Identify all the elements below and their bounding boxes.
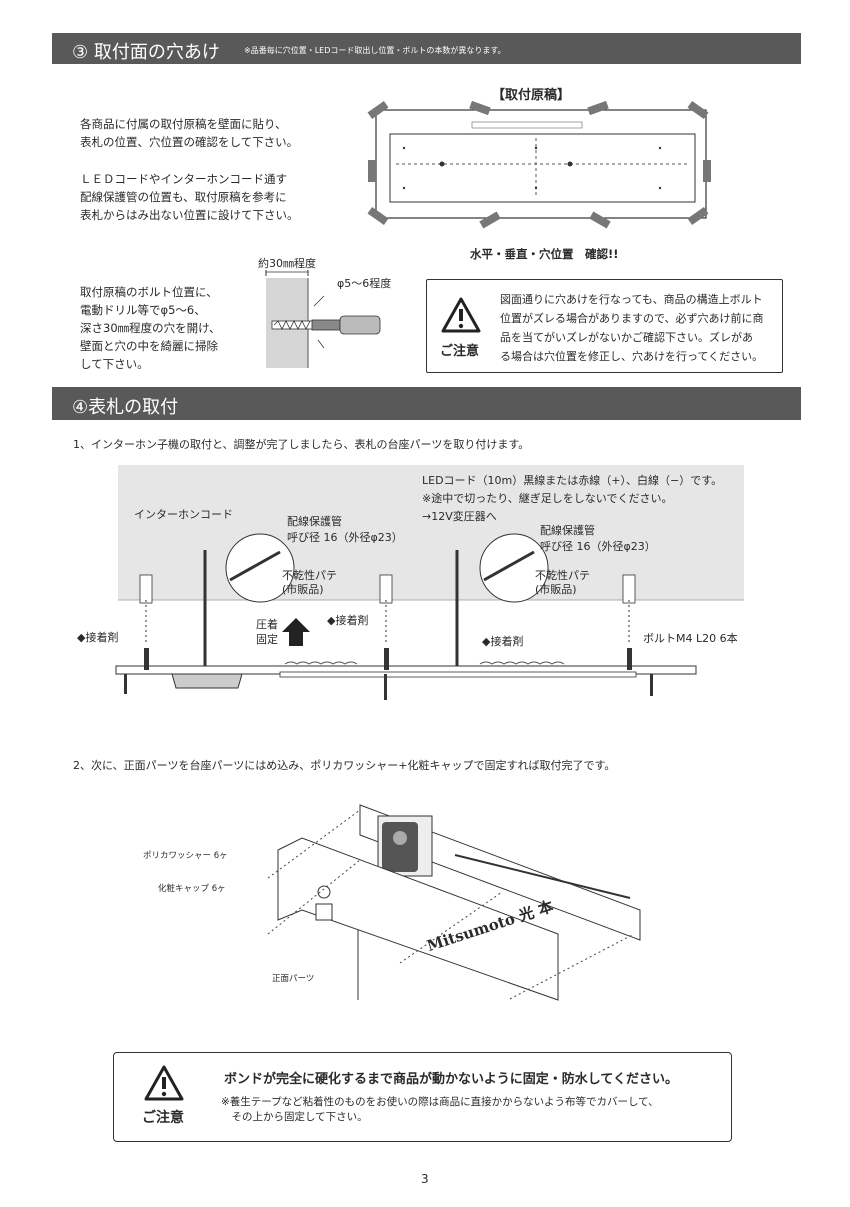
front-part-label: 正面パーツ bbox=[272, 974, 315, 984]
section3-para3: 取付原稿のボルト位置に、 電動ドリル等でφ5～6、 深さ30㎜程度の穴を開け、 … bbox=[80, 285, 221, 371]
putty-label-left: 不乾性パテ (市販品) bbox=[282, 569, 337, 596]
section3-para1: 各商品に付属の取付原稿を壁面に貼り、 表札の位置、穴位置の確認をして下さい。 bbox=[80, 117, 299, 149]
template-title: 【取付原稿】 bbox=[492, 88, 571, 103]
diameter-label: φ5～6程度 bbox=[337, 277, 392, 290]
intercom-cord-label: インターホンコード bbox=[134, 508, 233, 521]
adhesive-label-3: ◆接着剤 bbox=[482, 635, 524, 648]
depth-label: 約30㎜程度 bbox=[258, 257, 316, 270]
warning-icon bbox=[144, 1065, 184, 1101]
step1-text: 1、インターホン子機の取付と、調整が完了しましたら、表札の台座パーツを取り付けま… bbox=[73, 438, 530, 451]
caution-box-drilling: ご注意 図面通りに穴あけを行なっても、商品の構造上ボルト 位置がズレる場合があり… bbox=[426, 279, 783, 373]
led-note: LEDコード（10m）黒線または赤線（+）、白線（−）です。 ※途中で切ったり、… bbox=[422, 474, 723, 523]
adhesive-label-1: ◆接着剤 bbox=[77, 631, 119, 644]
bottom-caution-label: ご注意 bbox=[142, 1110, 184, 1126]
step2-text: 2、次に、正面パーツを台座パーツにはめ込み、ポリカワッシャー+化粧キャップで固定… bbox=[73, 759, 616, 772]
base-mounting-diagram bbox=[115, 465, 744, 700]
cap-label: 化粧キャップ 6ヶ bbox=[158, 884, 226, 894]
front-assembly-diagram bbox=[267, 804, 641, 1001]
press-fix-label: 圧着 固定 bbox=[256, 618, 278, 646]
page-number: 3 bbox=[421, 1172, 429, 1186]
section4-heading: ④表札の取付 bbox=[72, 397, 179, 418]
section3-note: ※品番毎に穴位置・LEDコード取出し位置・ボルトの本数が異なります。 bbox=[244, 46, 506, 55]
caution-box-bond: ご注意 ボンドが完全に硬化するまで商品が動かないように固定・防水してください。 … bbox=[113, 1052, 732, 1142]
section3-header: ③ 取付面の穴あけ ※品番毎に穴位置・LEDコード取出し位置・ボルトの本数が異な… bbox=[52, 33, 801, 64]
section3-para2: ＬＥＤコードやインターホンコード通す 配線保護管の位置も、取付原稿を参考に 表札… bbox=[80, 172, 299, 222]
conduit-label-right: 配線保護管 呼び径 16（外径φ23） bbox=[540, 524, 656, 553]
bottom-caution-sub: ※養生テープなど粘着性のものをお使いの際は商品に直接かからないよう布等でカバーし… bbox=[221, 1096, 659, 1123]
template-caption: 水平・垂直・穴位置 確認!! bbox=[470, 247, 619, 261]
caution-label: ご注意 bbox=[440, 344, 480, 359]
caution-text: 図面通りに穴あけを行なっても、商品の構造上ボルト 位置がズレる場合がありますので… bbox=[500, 293, 764, 363]
conduit-label-left: 配線保護管 呼び径 16（外径φ23） bbox=[287, 515, 403, 544]
mounting-template-diagram bbox=[367, 100, 711, 229]
adhesive-label-2: ◆接着剤 bbox=[327, 614, 369, 627]
drill-diagram bbox=[265, 270, 381, 368]
section4-header: ④表札の取付 bbox=[52, 387, 801, 420]
bottom-caution-main: ボンドが完全に硬化するまで商品が動かないように固定・防水してください。 bbox=[224, 1072, 678, 1087]
bolt-label: ボルトM4 L20 6本 bbox=[643, 632, 738, 645]
putty-label-right: 不乾性パテ (市販品) bbox=[535, 569, 590, 596]
section3-heading: ③ 取付面の穴あけ bbox=[72, 42, 220, 63]
warning-icon bbox=[441, 297, 481, 333]
washer-label: ポリカワッシャー 6ヶ bbox=[143, 851, 228, 861]
